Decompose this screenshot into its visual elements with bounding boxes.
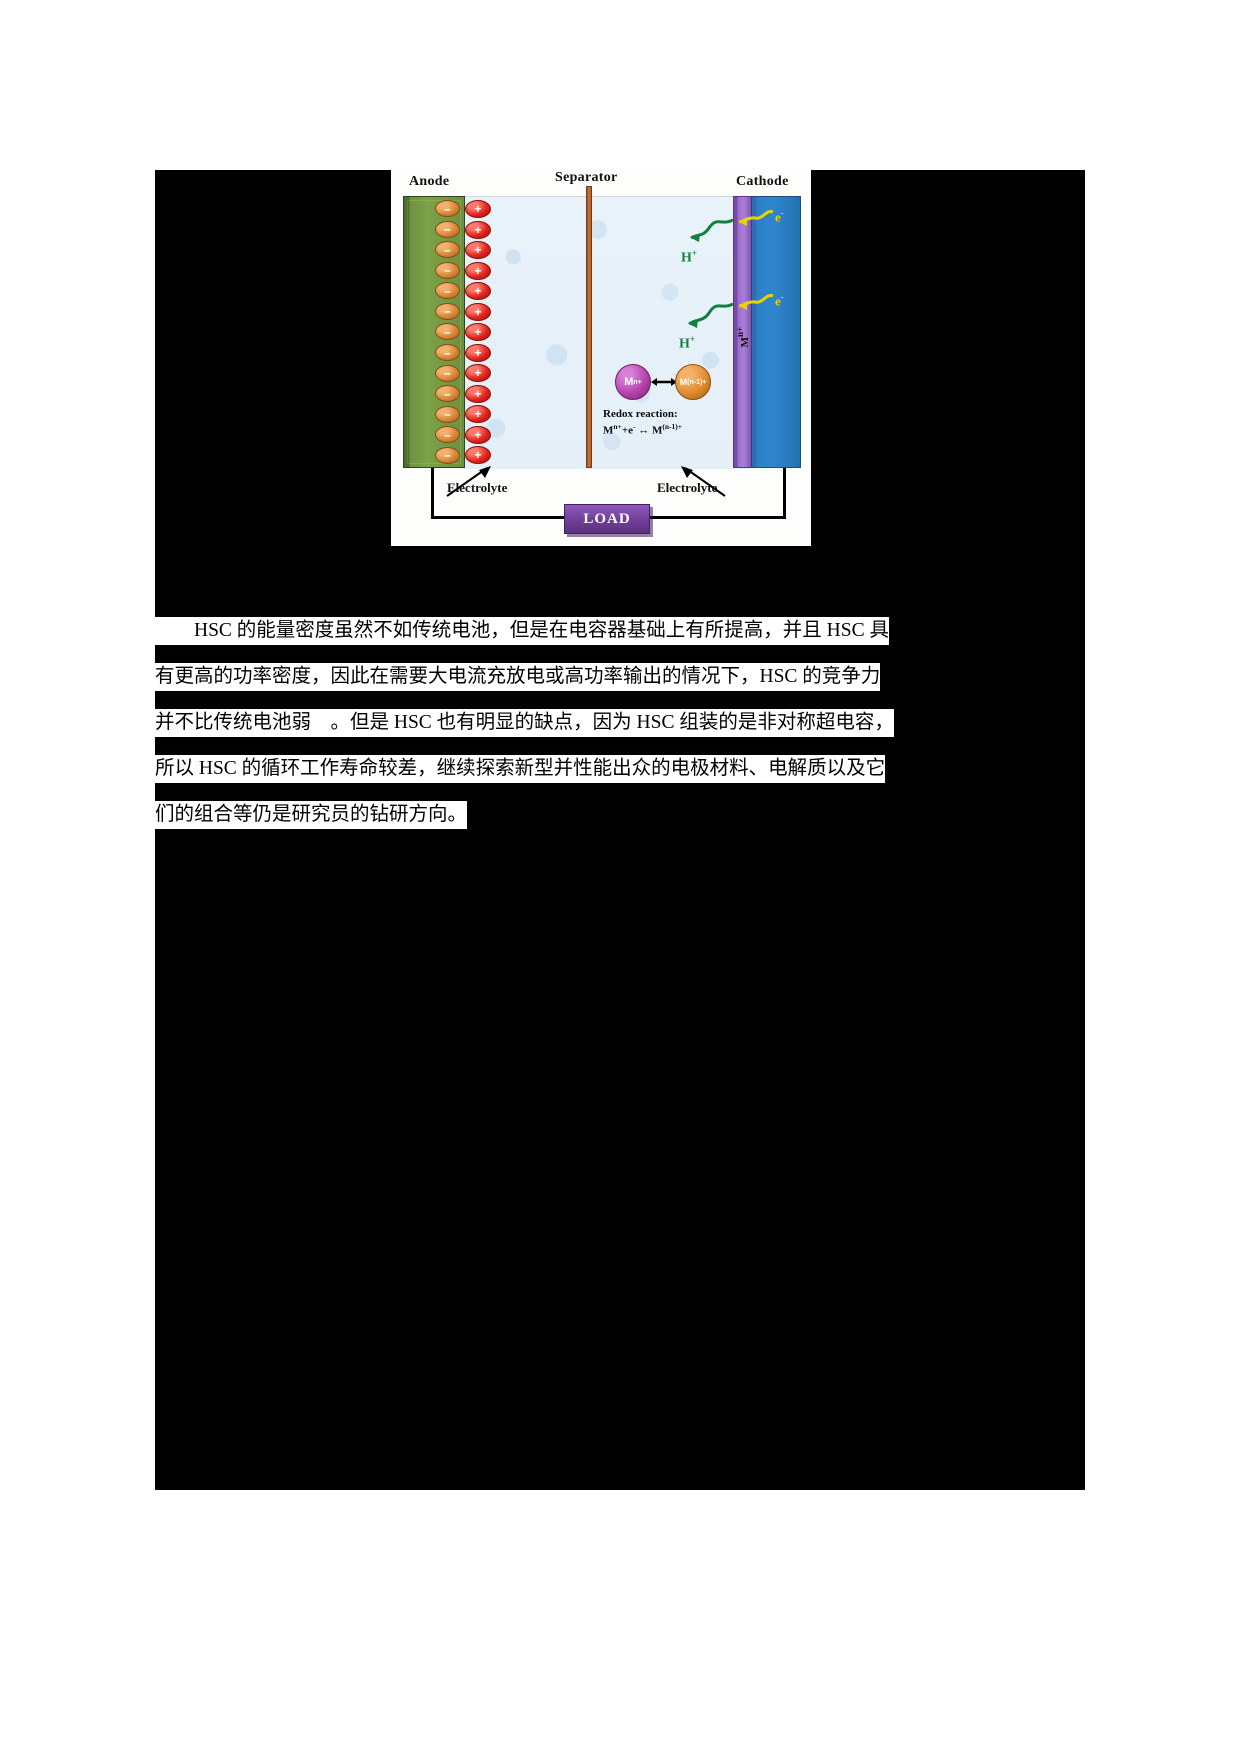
separator-label: Separator [555,170,618,185]
e-minus-label-bottom: e- [775,292,784,309]
negative-ion: – [435,344,460,362]
positive-ion: + [465,384,491,403]
wire-cathode-vertical [783,468,786,518]
cathode-electrode [751,196,801,468]
paragraph-line: 并不比传统电池弱 。但是 HSC 也有明显的缺点，因为 HSC 组装的是非对称超… [155,700,1085,746]
figure-canvas: Anode Separator Cathode Mn+ – – – – – [391,166,811,546]
negative-ion: – [435,302,460,320]
wire-anode-horizontal [431,516,566,519]
paragraph-line-text: HSC 的能量密度虽然不如传统电池，但是在电容器基础上有所提高，并且 HSC 具 [155,617,889,645]
positive-ion: + [465,302,491,321]
positive-ion: + [465,425,491,444]
h-plus-label-bottom: H+ [679,334,696,352]
negative-ion: – [435,323,460,341]
proton-arrow-bottom-icon [688,302,734,328]
negative-ion: – [435,220,460,238]
metal-ion-sphere-reduced: M(n-1)+ [675,364,711,400]
paragraph-line: 所以 HSC 的循环工作寿命较差，继续探索新型并性能出众的电极材料、电解质以及它 [155,746,1085,792]
electrolyte-pointer-right-icon [681,466,726,497]
positive-ion: + [465,261,491,280]
electron-arrow-top-icon [738,210,774,226]
negative-ion: – [435,200,460,217]
negative-ion: – [435,446,460,464]
positive-ion: + [465,220,491,239]
paragraph-line-text: 有更高的功率密度，因此在需要大电流充放电或高功率输出的情况下，HSC 的竞争力 [155,663,881,691]
positive-ion: + [465,323,491,341]
electrolyte-label-right: Electrolyte [657,480,718,495]
negative-ion: – [435,364,460,382]
positive-ion: + [465,405,491,423]
separator-membrane [586,186,592,468]
positive-ion: + [465,343,491,362]
positive-ion: + [465,200,491,218]
electron-arrow-bottom-icon [738,294,774,310]
load-box: LOAD [564,504,650,534]
positive-ion: + [465,241,491,259]
negative-ion: – [435,282,460,300]
electrolyte-pointer-left-icon [446,466,491,497]
positive-ion: + [465,282,491,300]
hsc-schematic-figure: Anode Separator Cathode Mn+ – – – – – [391,166,811,546]
negative-ion: – [435,261,460,279]
negative-ion: – [435,241,460,259]
negative-ion-column: – – – – – – – – – – – – – [435,200,460,464]
redox-reaction-text: Redox reaction: Mn++e- ↔ M(n-1)+ [603,408,683,437]
proton-arrow-top-icon [690,218,734,242]
paragraph-line-text: 所以 HSC 的循环工作寿命较差，继续探索新型并性能出众的电极材料、电解质以及它 [155,755,886,783]
h-plus-label-top: H+ [681,248,698,266]
paragraph-line-text: 并不比传统电池弱 。但是 HSC 也有明显的缺点，因为 HSC 组装的是非对称超… [155,709,894,737]
wire-cathode-horizontal [648,516,786,519]
e-minus-label-top: e- [775,208,784,225]
negative-ion: – [435,426,460,444]
positive-ion-column: + + + + + + + + + + + + + [465,200,491,464]
paragraph-line: 有更高的功率密度，因此在需要大电流充放电或高功率输出的情况下，HSC 的竞争力 [155,654,1085,700]
paragraph-line: HSC 的能量密度虽然不如传统电池，但是在电容器基础上有所提高，并且 HSC 具 [155,608,1085,654]
wire-anode-vertical [431,468,434,518]
positive-ion: + [465,364,491,382]
paragraph-line-text: 们的组合等仍是研究员的钻研方向。 [155,801,468,829]
redox-heading: Redox reaction: [603,408,678,420]
negative-ion: – [435,405,460,423]
anode-label: Anode [409,174,450,189]
double-arrow-icon [651,378,677,386]
negative-ion: – [435,385,460,403]
positive-ion: + [465,446,491,464]
paragraph-line: 们的组合等仍是研究员的钻研方向。 [155,792,1085,838]
cell-diagram: Mn+ – – – – – – – – – – – – [403,186,801,469]
body-paragraph: HSC 的能量密度虽然不如传统电池，但是在电容器基础上有所提高，并且 HSC 具… [155,608,1085,838]
electrolyte-region [461,196,751,469]
cathode-label: Cathode [736,174,789,189]
electrolyte-label-left: Electrolyte [447,480,508,495]
